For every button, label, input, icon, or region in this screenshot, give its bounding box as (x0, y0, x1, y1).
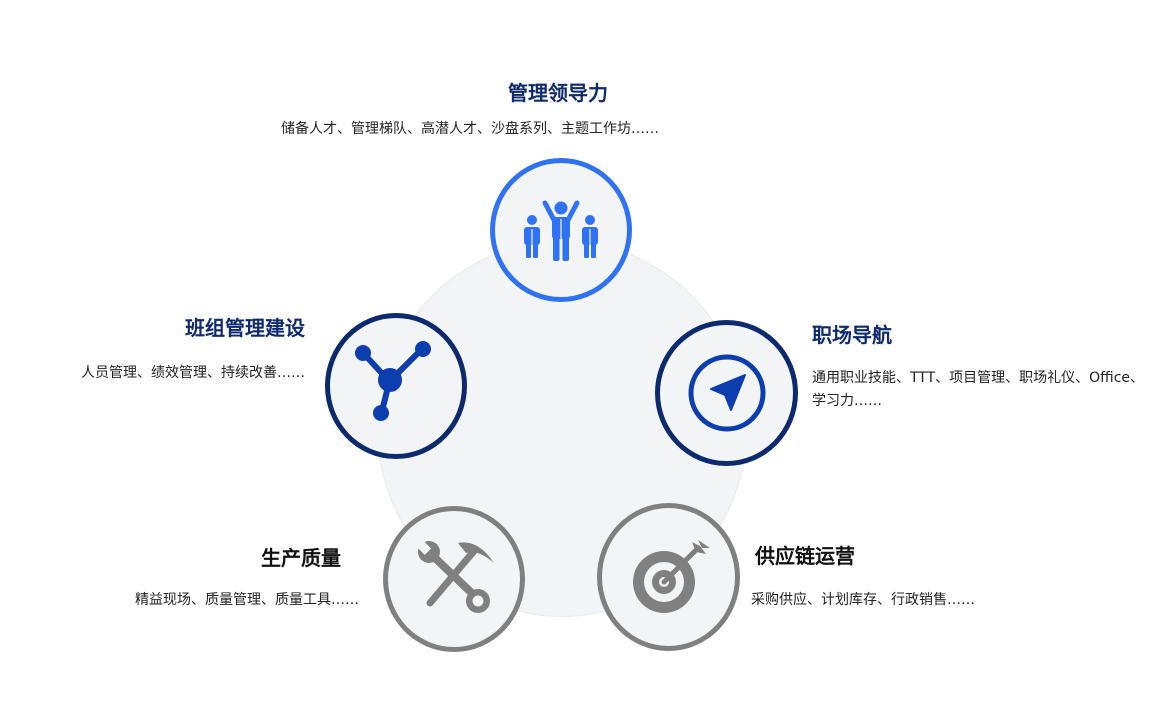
topic-title-leadership: 管理领导力 (508, 81, 608, 105)
topic-title-career: 职场导航 (812, 323, 892, 347)
topic-desc-leadership: 储备人才、管理梯队、高潜人才、沙盘系列、主题工作坊…… (281, 121, 659, 137)
tools-icon (412, 537, 496, 621)
topic-desc-career-line2: 学习力…… (812, 393, 882, 409)
team-building-node (325, 313, 467, 459)
career-node (655, 320, 798, 466)
navigation-arrow-icon (685, 351, 769, 435)
network-nodes-icon (351, 341, 441, 431)
topic-title-production: 生产质量 (261, 546, 341, 570)
topic-desc-production: 精益现场、质量管理、质量工具…… (135, 592, 359, 608)
topic-title-team-building: 班组管理建设 (185, 316, 305, 340)
topic-desc-supply-chain: 采购供应、计划库存、行政销售…… (751, 592, 975, 608)
target-arrow-icon (626, 534, 712, 620)
topic-desc-team-building: 人员管理、绩效管理、持续改善…… (81, 365, 305, 381)
production-node (383, 506, 525, 652)
topic-title-supply-chain: 供应链运营 (755, 544, 855, 568)
leadership-node (490, 158, 632, 302)
topic-desc-career-line1: 通用职业技能、TTT、项目管理、职场礼仪、Office、 (812, 370, 1145, 386)
supply-chain-node (597, 503, 740, 651)
team-cheering-icon (518, 198, 604, 262)
